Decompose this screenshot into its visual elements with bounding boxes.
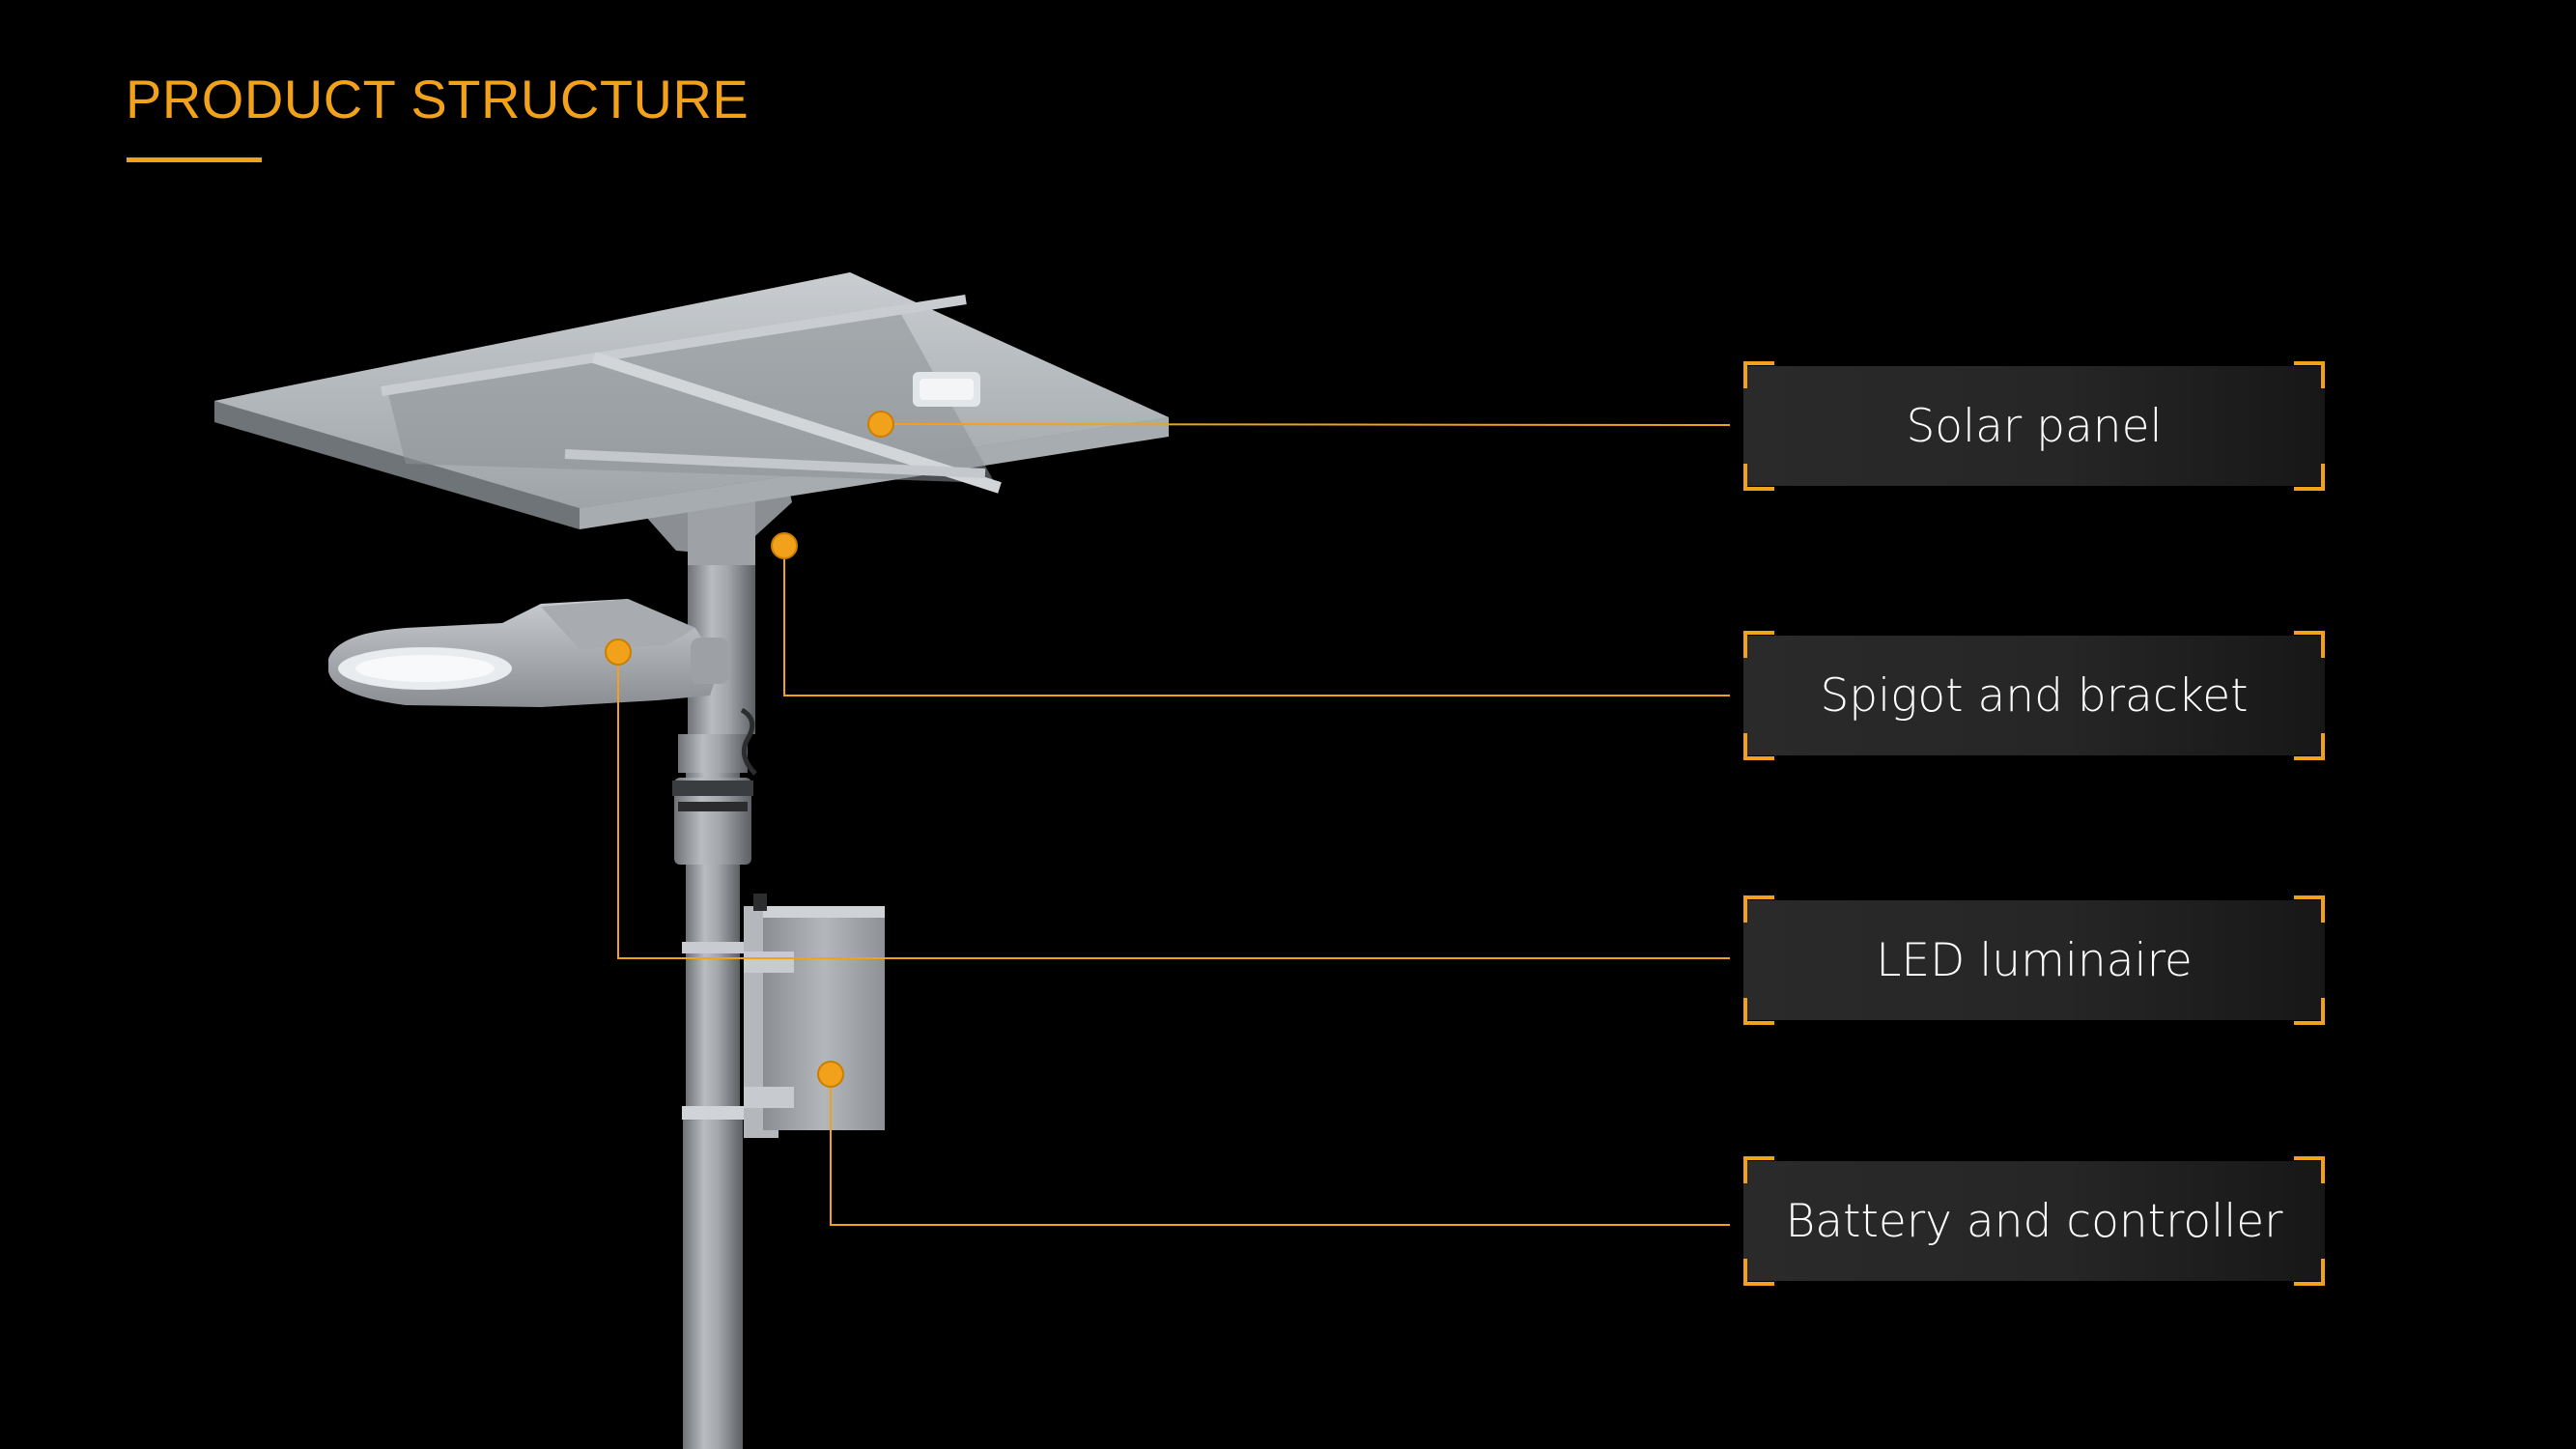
callout-label: LED luminaire	[1876, 933, 2193, 987]
corner-bracket	[1743, 631, 1774, 658]
callout-battery-and-controller: Battery and controller	[1743, 1156, 2325, 1286]
connector-spigot	[783, 546, 1730, 696]
connector-lines	[617, 423, 1731, 1226]
callout-led-luminaire: LED luminaire	[1743, 895, 2325, 1025]
marker-dots	[605, 411, 894, 1088]
corner-bracket	[2294, 998, 2325, 1025]
corner-bracket	[1743, 998, 1774, 1025]
marker-solar-panel	[867, 411, 894, 438]
battery-box	[744, 894, 885, 1138]
callout-label: Solar panel	[1906, 399, 2163, 453]
corner-bracket	[2294, 464, 2325, 491]
connector-solar-panel	[880, 423, 1731, 426]
callout-label: Battery and controller	[1785, 1194, 2283, 1248]
marker-battery	[817, 1061, 844, 1088]
pole	[672, 502, 757, 1449]
marker-spigot	[771, 532, 798, 559]
title-underline	[127, 157, 262, 162]
corner-bracket	[2294, 895, 2325, 923]
corner-bracket	[1743, 733, 1774, 760]
connector-led-luminaire	[617, 652, 1730, 959]
corner-bracket	[1743, 464, 1774, 491]
solar-panel	[214, 272, 1169, 529]
page-title: PRODUCT STRUCTURE	[126, 69, 750, 129]
corner-bracket	[1743, 361, 1774, 388]
corner-bracket	[2294, 361, 2325, 388]
corner-bracket	[1743, 895, 1774, 923]
corner-bracket	[1743, 1259, 1774, 1286]
callout-solar-panel: Solar panel	[1743, 361, 2325, 491]
callout-spigot-and-bracket: Spigot and bracket	[1743, 631, 2325, 760]
callout-label: Spigot and bracket	[1820, 668, 2249, 723]
corner-bracket	[2294, 1156, 2325, 1183]
corner-bracket	[2294, 631, 2325, 658]
led-luminaire	[328, 599, 729, 707]
corner-bracket	[2294, 1259, 2325, 1286]
marker-led-luminaire	[605, 639, 632, 666]
corner-bracket	[2294, 733, 2325, 760]
connector-battery	[830, 1074, 1730, 1226]
corner-bracket	[1743, 1156, 1774, 1183]
